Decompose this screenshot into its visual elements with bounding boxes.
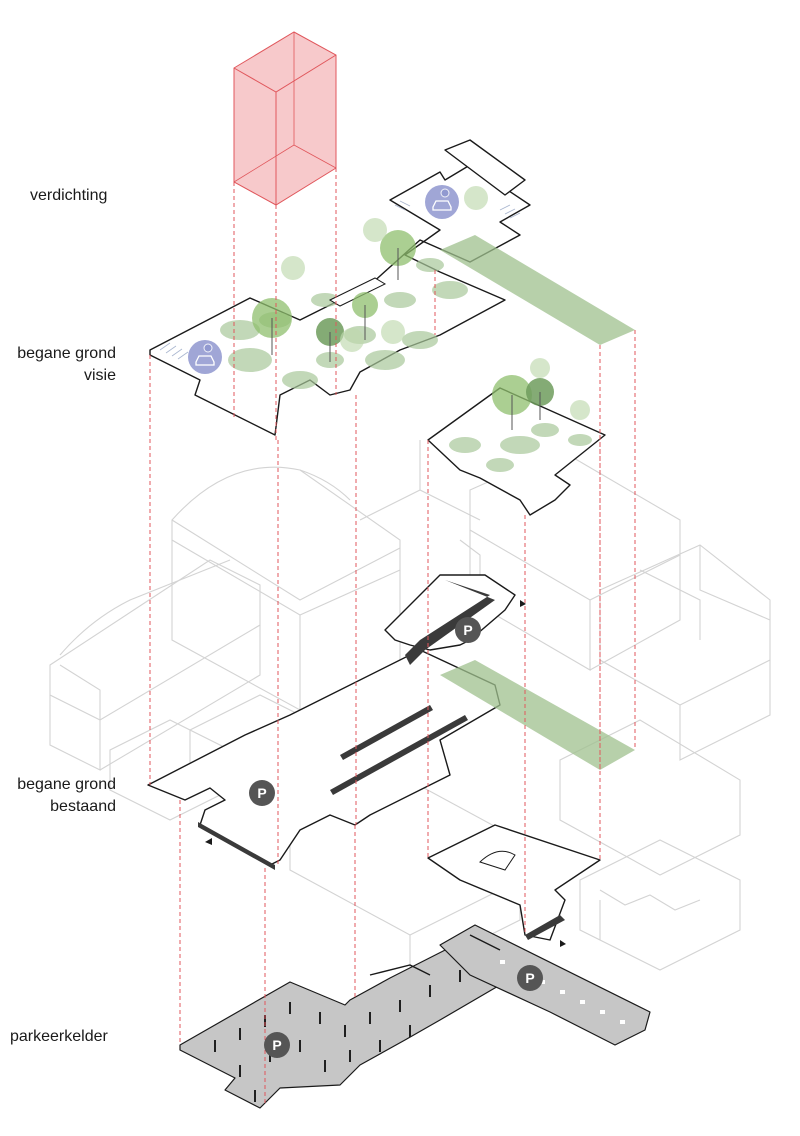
arrow-icon (469, 934, 501, 951)
ramp-lower (198, 822, 275, 870)
ev-charging-icon (188, 340, 222, 374)
ev-charging-icon (425, 185, 459, 219)
parking-icon: P (264, 1032, 290, 1058)
svg-text:P: P (257, 785, 266, 801)
ramp-mid2 (340, 705, 433, 760)
parking-icon: P (249, 780, 275, 806)
parking-icon: P (455, 617, 481, 643)
label-line: begane grond (17, 345, 116, 362)
arrow-icon (369, 964, 431, 976)
green-zone-existing (440, 660, 635, 770)
svg-text:P: P (525, 970, 534, 986)
label-begane-grond-visie: begane grond visie (10, 343, 116, 387)
label-line: visie (83, 367, 116, 384)
parking-basement (179, 924, 651, 1109)
ground-floor-existing-plan (147, 574, 635, 947)
parking-strip-left (159, 342, 189, 360)
ground-floor-vision-plan (149, 139, 635, 436)
svg-text:P: P (463, 622, 472, 638)
trees-vision (252, 186, 488, 362)
ramp-mid (330, 715, 468, 795)
label-parkeerkelder-text: parkeerkelder (10, 1028, 108, 1045)
green-zone-vision (440, 235, 635, 345)
label-line: bestaand (50, 798, 116, 815)
ground-floor-vision-plan-right (427, 358, 606, 516)
arrow-icon (205, 838, 212, 845)
projection-lines (149, 168, 636, 1105)
parking-icon: P (517, 965, 543, 991)
arrow-icon (520, 600, 526, 607)
arrow-icon (560, 940, 566, 947)
parking-strip-top (394, 200, 521, 219)
svg-text:P: P (272, 1037, 281, 1053)
label-verdichting: verdichting (30, 185, 107, 207)
label-begane-grond-bestaand: begane grond bestaand (10, 774, 116, 818)
label-parkeerkelder: parkeerkelder (10, 1026, 108, 1048)
label-line: begane grond (17, 776, 116, 793)
densification-volume (233, 31, 337, 206)
label-verdichting-text: verdichting (30, 187, 108, 204)
